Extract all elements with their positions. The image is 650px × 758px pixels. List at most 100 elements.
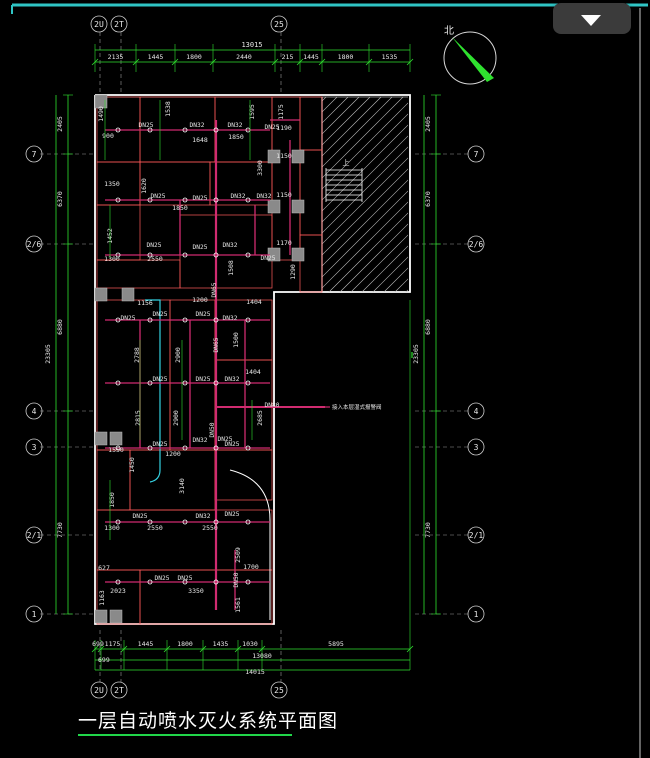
dim-arrow-top: [318, 58, 326, 66]
dim-arrow-top: [271, 58, 279, 66]
hatch-line: [322, 97, 349, 124]
stair-up-label: 上: [343, 158, 350, 167]
dim-bottom-sub: 13080: [252, 652, 272, 660]
pipe-size-label: DN25: [139, 122, 154, 129]
pipe-size-label: DN25: [225, 441, 240, 448]
dim-arrow-top: [209, 58, 217, 66]
sprinkler-head: [115, 317, 121, 323]
room-dimension: 2815: [134, 410, 142, 426]
room-dimension: 2509: [234, 547, 242, 563]
dim-bottom-value: 1030: [242, 640, 258, 648]
dim-arrow-top: [91, 58, 99, 66]
pipe-size-label: DN32: [223, 242, 238, 249]
exterior-wall: [94, 94, 411, 625]
hatch-line: [383, 267, 408, 292]
room-dimension: 1404: [246, 298, 262, 306]
dim-bottom-value: 1800: [177, 640, 193, 648]
grid-bubble-right: 4: [474, 407, 479, 416]
room-dimension: 1290: [289, 264, 297, 280]
dim-left-value: 6370: [56, 191, 64, 207]
dim-arrow-bottom: [258, 645, 266, 653]
hatch-line: [428, 97, 623, 292]
pipe-size-label: DN25: [193, 195, 208, 202]
dropdown-toggle-button[interactable]: [553, 3, 631, 34]
interior-wall: [96, 204, 141, 261]
grid-bubble-left-circle: [25, 605, 43, 623]
sprinkler-head: [213, 317, 219, 323]
room-dimension: 1404: [245, 368, 261, 376]
pipe-size-label: DN32: [257, 193, 272, 200]
pipe-size-label: DN80: [265, 402, 280, 409]
hatch-line: [322, 168, 408, 256]
pipe-size-label: DN32: [225, 376, 240, 383]
room-dimension: 2023: [110, 587, 126, 595]
room-dimension: 1561: [234, 597, 242, 613]
grid-bubble-bottom: 2T: [114, 686, 124, 695]
sprinkler-head: [182, 197, 188, 203]
pipe-size-label: DN50: [209, 422, 216, 437]
grid-bubble-right-circle: [467, 145, 485, 163]
sprinkler-head: [182, 252, 188, 258]
room-dimension: 2550: [147, 524, 163, 532]
pipe-size-label: DN25: [196, 376, 211, 383]
room-dimension: 1595: [248, 104, 256, 120]
room-dimension: 1450: [128, 457, 136, 473]
room-dimension: 3350: [188, 587, 204, 595]
dim-top-value: 2135: [108, 53, 124, 61]
drawing-title-block: 一层自动喷水灭火系统平面图: [78, 706, 338, 736]
grid-bubble-top: 2U: [94, 20, 104, 29]
room-dimension: 1700: [243, 563, 259, 571]
dim-top-total: 13015: [241, 41, 262, 49]
hatch-line: [322, 97, 360, 135]
room-dimension: 1500: [232, 332, 240, 348]
dim-bottom-value: 1175: [105, 640, 121, 648]
interior-wall: [299, 96, 323, 151]
dim-right-value: 6370: [424, 191, 432, 207]
interior-wall: [96, 299, 171, 451]
sprinkler-head: [213, 127, 219, 133]
grid-bubble-left: 1: [32, 610, 37, 619]
sprinkler-head: [182, 127, 188, 133]
sprinkler-head: [245, 317, 251, 323]
hatch-line: [322, 124, 408, 212]
room-dimension: 1163: [98, 590, 106, 606]
dim-arrow-top: [132, 58, 140, 66]
hatch-line: [361, 245, 408, 292]
dim-right-value: 7730: [424, 522, 432, 538]
room-dimension: 1300: [104, 524, 120, 532]
structural-column: [291, 247, 305, 262]
dim-arrow-bottom: [163, 645, 171, 653]
grid-bubble-right-circle: [467, 438, 485, 456]
room-dimension: 900: [102, 132, 114, 140]
interior-wall: [299, 234, 323, 293]
hatch-line: [322, 190, 408, 278]
pipe-size-label: DN32: [223, 315, 238, 322]
dim-arrow-bottom: [91, 645, 99, 653]
hatch-line: [405, 289, 408, 292]
chevron-down-icon: [581, 15, 601, 26]
pipe-size-label: DN25: [265, 124, 280, 131]
grid-bubble-right-circle: [467, 526, 485, 544]
pipe-size-label: DN32: [190, 122, 205, 129]
sprinkler-head: [147, 317, 153, 323]
sprinkler-head: [115, 380, 121, 386]
hatch-line: [439, 97, 634, 292]
interior-wall: [96, 259, 181, 289]
sprinkler-head: [213, 579, 219, 585]
sprinkler-head: [213, 445, 219, 451]
curved-wall: [229, 469, 271, 620]
room-dimension: 1620: [140, 178, 148, 194]
structural-column: [109, 431, 123, 446]
sprinkler-head: [115, 579, 121, 585]
sprinkler-head: [245, 519, 251, 525]
grid-bubble-top: 25: [274, 20, 284, 29]
hatch-line: [322, 179, 408, 267]
structural-column: [94, 431, 108, 446]
sprinkler-head: [115, 445, 121, 451]
room-dimension: 1200: [165, 450, 181, 458]
room-dimension: 1550: [108, 446, 124, 454]
sprinkler-head: [115, 519, 121, 525]
pipe-size-label: DN25: [193, 244, 208, 251]
pipe-size-label: DN50: [233, 572, 240, 587]
